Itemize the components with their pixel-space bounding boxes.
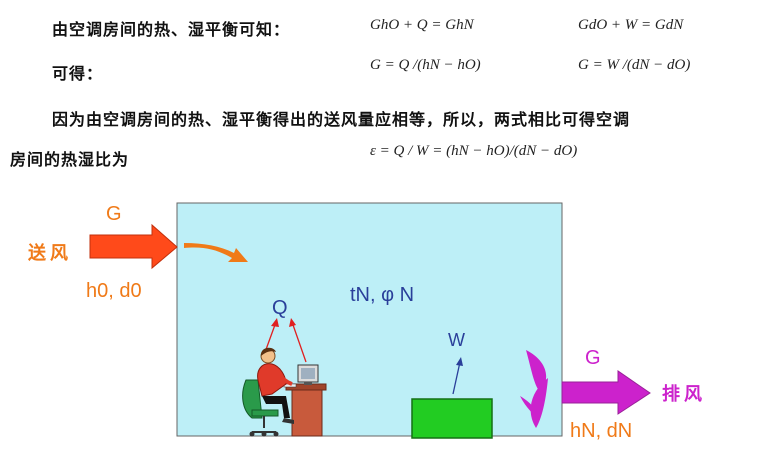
supply-air-arrow: [89, 223, 178, 270]
eq-heat-balance: GhO + Q = GhN: [370, 17, 474, 33]
inflow-curve-arrow: [184, 243, 248, 262]
room-box: [176, 202, 563, 437]
moisture-arrow: [452, 361, 461, 395]
line1-label: 由空调房间的热、湿平衡可知：: [52, 20, 291, 39]
exhaust-air-arrow: [561, 370, 651, 415]
supply-props-label: h0, d0: [86, 280, 142, 302]
heat-arrow-left-head: [271, 318, 279, 327]
eq-epsilon: ε = Q / W = (hN − hO)/(dN − dO): [370, 143, 578, 159]
person-at-computer-icon: [242, 347, 327, 437]
eq-moisture-balance: GdO + W = GdN: [578, 17, 684, 33]
eq-G-moisture: G = W /(dN − dO): [578, 57, 691, 73]
moisture-W-label: W: [448, 330, 465, 350]
room-state-label: tN, φ N: [350, 284, 415, 306]
heat-Q-label: Q: [272, 297, 288, 319]
exhaust-G-label: G: [585, 347, 601, 369]
heat-arrow-right-head: [289, 318, 296, 327]
supply-G-label: G: [106, 203, 122, 225]
heat-arrow-right: [291, 321, 307, 363]
exhaust-props-label: hN, dN: [570, 420, 633, 442]
line2-label: 可得：: [52, 64, 104, 83]
moisture-source-box: [411, 398, 493, 439]
line3-text: 因为由空调房间的热、湿平衡得出的送风量应相等，所以，两式相比可得空调: [52, 110, 631, 129]
line4-label: 房间的热湿比为: [10, 150, 130, 169]
swirl-arrow-icon: [520, 350, 548, 428]
supply-air-label: 送风: [28, 243, 72, 264]
moisture-arrow-head: [456, 357, 463, 366]
eq-G-heat: G = Q /(hN − hO): [370, 57, 481, 73]
exhaust-air-label: 排风: [662, 384, 706, 405]
